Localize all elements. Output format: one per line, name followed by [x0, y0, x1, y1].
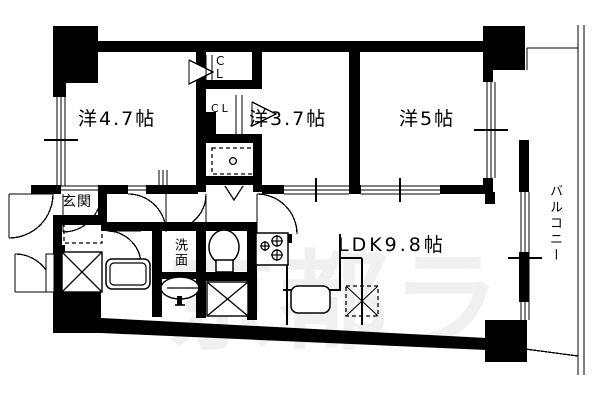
washing-machine-icon [211, 147, 255, 175]
wall-h-room37-sill-b [349, 185, 361, 194]
gas-stove-icon [255, 232, 289, 266]
room-label-5: 洋5帖 [399, 108, 456, 130]
wall-entry-block-mid [53, 245, 65, 255]
exterior-wall-top [98, 41, 490, 52]
room-label-3-7: 洋3.7帖 [249, 108, 328, 130]
wall-h-toilet-mid [206, 272, 250, 281]
wall-entry-block-top [53, 215, 101, 225]
wall-v-closet-left [196, 52, 206, 192]
wall-h-closet-divider [196, 80, 262, 89]
wall-closet-inner [206, 112, 216, 134]
closet-label-upper-c: C [216, 54, 225, 68]
wall-v-bath-right [152, 222, 162, 317]
storage-x-icon [206, 281, 249, 317]
exterior-wall-bottom-left [53, 316, 101, 333]
wall-v-right-upper [483, 70, 493, 82]
closet-label-upper: C L [216, 55, 224, 81]
wall-h-corridor-top2 [98, 185, 128, 194]
wall-h-corridor-top [31, 185, 61, 194]
wall-left-stub [53, 83, 66, 97]
pillar-top-right [483, 26, 525, 70]
refrigerator-space-icon [345, 285, 379, 317]
wall-v-washroom-right [196, 222, 206, 318]
wall-h-washroom-top [162, 222, 206, 231]
exterior-wall-bottom-angled [101, 318, 487, 350]
wall-h-washroom-mid [162, 272, 198, 279]
wall-h-bath-top [101, 222, 162, 231]
room-label-ldk: LDK9.8帖 [338, 234, 446, 256]
wall-v-genkan-right [98, 194, 107, 222]
wall-wm-right [253, 134, 262, 192]
wall-h-room5-sill [440, 185, 492, 194]
kitchen-sink-icon [290, 285, 331, 314]
wall-wm-top [206, 134, 262, 143]
wall-closet-inner-b [196, 126, 216, 135]
pillar-bottom-right [485, 320, 527, 362]
room-label-senmen: 洗面 [172, 238, 187, 268]
washbasin-icon [160, 276, 200, 306]
toilet-icon [208, 229, 240, 273]
room-label-genkan: 玄関 [62, 194, 92, 210]
wall-v-closet-right [252, 52, 262, 80]
balcony-label: バルコニー [547, 184, 562, 264]
genkan-storage-icon [63, 215, 103, 244]
wall-v-genkan-left [53, 215, 62, 333]
room-label-4-7: 洋4.7帖 [78, 108, 157, 130]
wall-wm-bottom [196, 176, 262, 185]
pillar-top-left [53, 26, 98, 83]
wall-h-corridor-top3 [146, 185, 198, 194]
shoe-cabinet-icon [61, 251, 103, 293]
wall-h-toilet-top [206, 222, 257, 231]
wall-h-room37-sill-a [262, 185, 284, 194]
closet-label-middle: CL [211, 102, 231, 115]
wall-v-toilet-right [247, 222, 257, 320]
bathtub-icon [105, 258, 151, 290]
wall-v-bedrooms [349, 52, 360, 192]
closet-label-upper-l: L [216, 67, 223, 81]
